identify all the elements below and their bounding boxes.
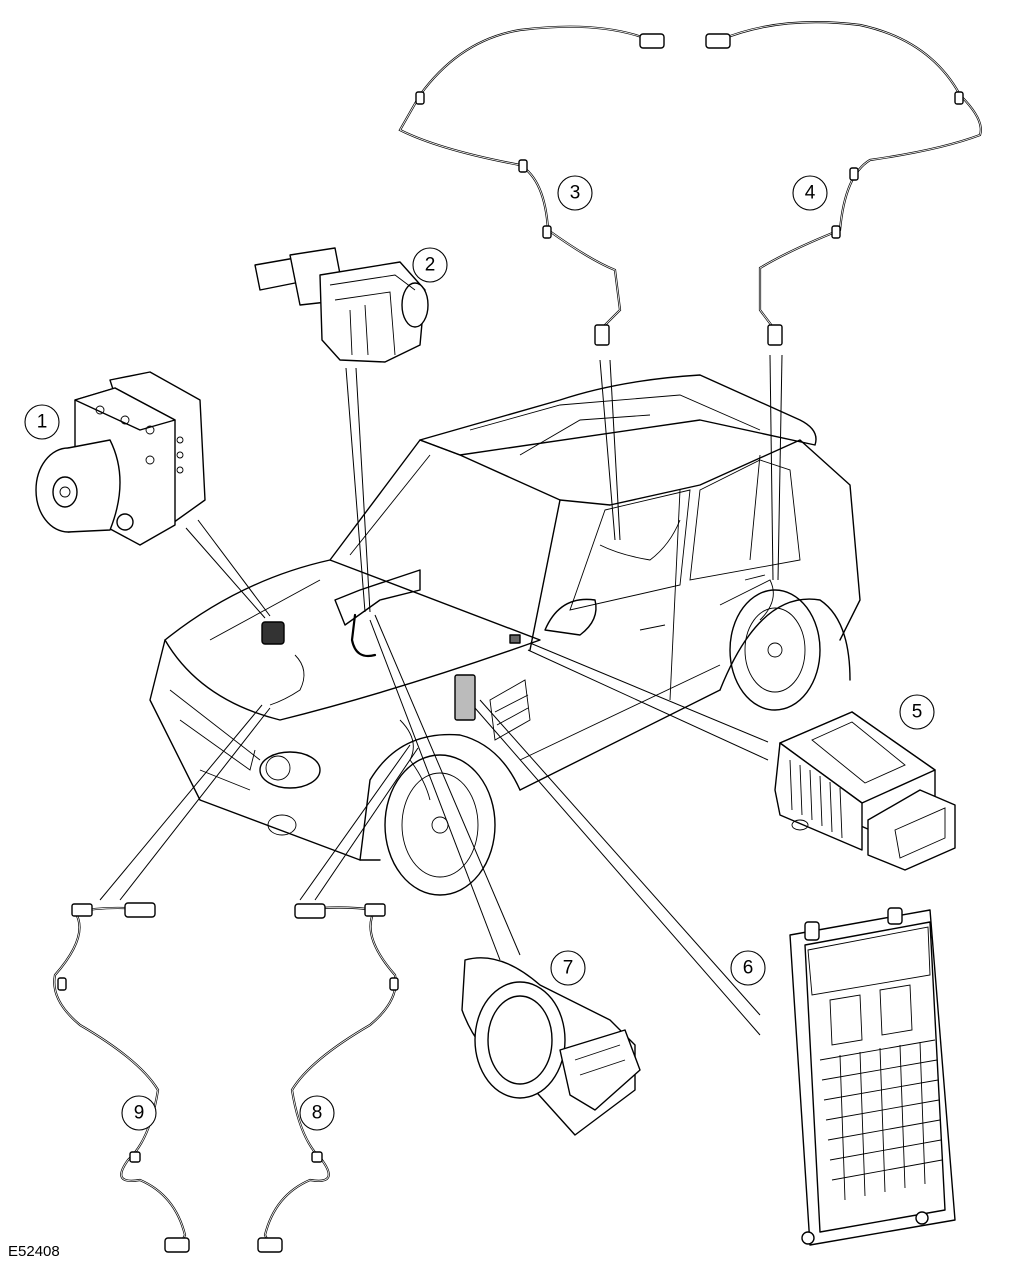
callout-2: 2 bbox=[412, 247, 448, 283]
figure-id: E52408 bbox=[8, 1243, 60, 1260]
vehicle-outline bbox=[149, 374, 861, 896]
callout-1: 1 bbox=[24, 404, 60, 440]
callout-5: 5 bbox=[899, 694, 935, 730]
callout-7: 7 bbox=[550, 950, 586, 986]
callout-9: 9 bbox=[121, 1095, 157, 1131]
callout-6: 6 bbox=[730, 950, 766, 986]
yaw-rate-sensor-illustration bbox=[774, 711, 956, 871]
svg-text:6: 6 bbox=[743, 958, 754, 979]
brake-pedal-switch-illustration bbox=[254, 247, 429, 363]
svg-text:8: 8 bbox=[312, 1103, 323, 1124]
svg-text:9: 9 bbox=[134, 1103, 145, 1124]
callout-8: 8 bbox=[299, 1095, 335, 1131]
svg-text:1: 1 bbox=[37, 412, 48, 433]
in-vehicle-components bbox=[261, 519, 774, 801]
svg-text:7: 7 bbox=[563, 958, 574, 979]
svg-text:5: 5 bbox=[912, 702, 923, 723]
callout-3: 3 bbox=[557, 175, 593, 211]
callout-4: 4 bbox=[792, 175, 828, 211]
steering-angle-sensor-illustration bbox=[461, 957, 641, 1136]
abs-modulator-illustration bbox=[35, 371, 206, 546]
svg-text:2: 2 bbox=[425, 255, 436, 276]
front-right-sensor-illustration bbox=[257, 903, 399, 1253]
junction-box-illustration bbox=[789, 907, 956, 1246]
rear-right-sensor-illustration bbox=[705, 21, 982, 346]
svg-text:3: 3 bbox=[570, 183, 581, 204]
leader-lines bbox=[99, 354, 783, 1036]
front-left-sensor-illustration bbox=[53, 902, 190, 1253]
svg-text:4: 4 bbox=[805, 183, 816, 204]
rear-left-sensor-illustration bbox=[398, 25, 665, 346]
